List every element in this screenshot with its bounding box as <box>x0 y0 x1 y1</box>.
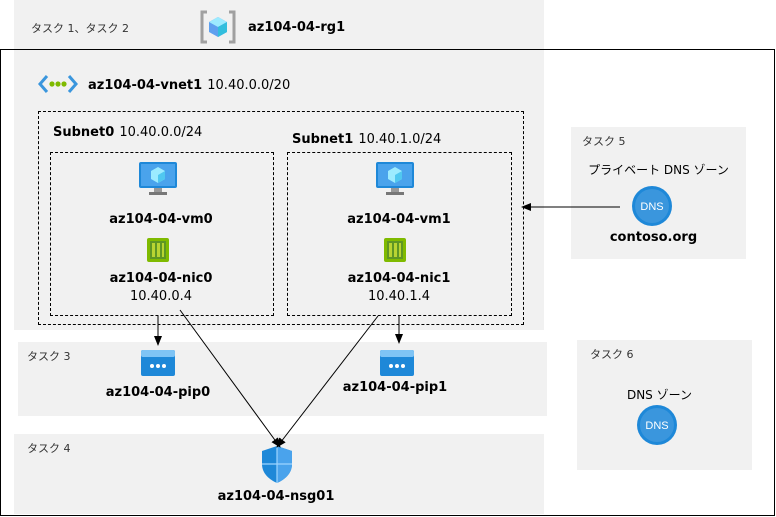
subnet0-title: Subnet0 10.40.0.0/24 <box>53 121 202 140</box>
subnet1-title: Subnet1 10.40.1.0/24 <box>292 128 441 147</box>
subnet1-name: Subnet1 <box>292 132 354 147</box>
pip1-icon <box>379 349 415 377</box>
resource-group-name: az104-04-rg1 <box>248 20 346 35</box>
vm0-icon <box>138 161 178 197</box>
subnet0-cidr: 10.40.0.0/24 <box>119 125 203 140</box>
vnet-dashed-box <box>38 111 524 325</box>
arrow-nic1-to-nsg <box>276 315 379 448</box>
nic0-name: az104-04-nic0 <box>109 271 213 286</box>
nic1-name: az104-04-nic1 <box>347 271 451 286</box>
subnet1-cidr: 10.40.1.0/24 <box>358 132 442 147</box>
nic1-ip: 10.40.1.4 <box>367 289 431 304</box>
vnet-cidr: 10.40.0.0/20 <box>207 78 291 93</box>
task5-label: タスク 5 <box>582 135 626 148</box>
nic0-ip: 10.40.0.4 <box>129 289 193 304</box>
vnet-title: az104-04-vnet1 10.40.0.0/20 <box>88 74 290 93</box>
private-dns-zone-title: プライベート DNS ゾーン <box>588 163 729 177</box>
task6-label: タスク 6 <box>590 348 634 361</box>
vm1-icon <box>375 161 415 197</box>
outer-frame <box>0 49 775 516</box>
private-dns-icon: DNS <box>631 185 673 227</box>
nsg-shield-icon <box>259 444 295 484</box>
task4-label: タスク 4 <box>27 442 71 455</box>
private-dns-zone-name: contoso.org <box>609 230 698 245</box>
vnet-panel <box>14 50 544 330</box>
vnet-icon <box>38 73 78 95</box>
task3-panel <box>18 342 547 416</box>
task3-label: タスク 3 <box>27 350 71 363</box>
dns-zone-icon: DNS <box>636 404 678 446</box>
dns-zone-title: DNS ゾーン <box>626 388 693 402</box>
subnet1-box <box>287 152 512 316</box>
subnet0-box <box>50 152 274 316</box>
vnet-name: az104-04-vnet1 <box>88 78 203 93</box>
rg-task-label: タスク 1、タスク 2 <box>31 22 129 35</box>
nic0-icon <box>146 237 170 263</box>
vm1-name: az104-04-vm1 <box>347 212 451 227</box>
resource-group-panel <box>14 0 544 50</box>
pip1-name: az104-04-pip1 <box>342 380 448 395</box>
pip0-icon <box>140 349 176 377</box>
private-dns-icon-text: DNS <box>640 201 663 213</box>
nic1-icon <box>383 237 407 263</box>
arrow-nic0-to-nsg <box>179 309 281 448</box>
pip0-name: az104-04-pip0 <box>105 385 211 400</box>
dns-zone-icon-text: DNS <box>645 420 668 432</box>
resource-group-icon <box>199 9 237 45</box>
nsg-name: az104-04-nsg01 <box>217 489 335 504</box>
task6-panel <box>577 340 752 470</box>
vm0-name: az104-04-vm0 <box>109 212 213 227</box>
subnet0-name: Subnet0 <box>53 125 115 140</box>
